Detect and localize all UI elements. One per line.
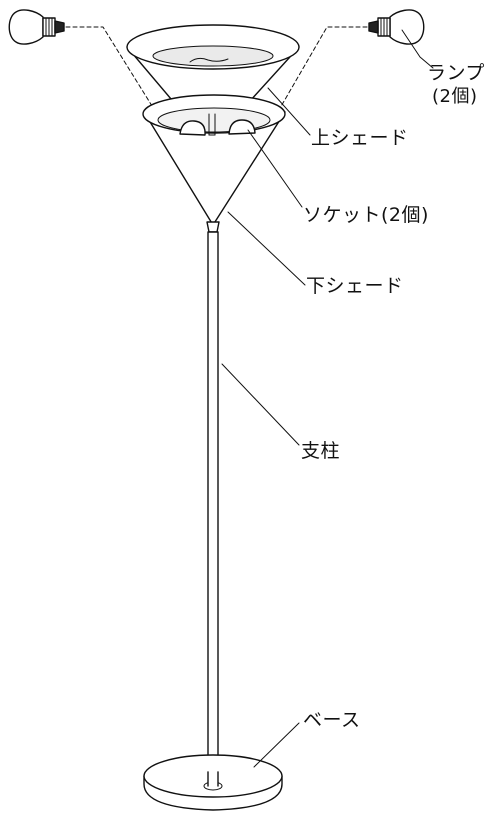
label-lamp-quantity: (2個) <box>432 86 478 107</box>
leader-lower-shade <box>227 211 306 286</box>
lamp-bulb-right <box>368 9 425 45</box>
label-lower-shade: 下シェード <box>306 275 404 297</box>
pole-top-coupling <box>206 221 220 233</box>
label-upper-shade: 上シェード <box>311 127 409 149</box>
label-base: ベース <box>303 709 361 731</box>
label-socket: ソケット(2個) <box>303 204 429 226</box>
lamp-bulb-left <box>8 9 65 45</box>
leader-socket <box>247 129 303 208</box>
leader-pole <box>221 363 300 446</box>
leader-upper-shade <box>267 87 311 136</box>
leader-base <box>253 722 300 768</box>
pole <box>207 231 219 785</box>
base <box>143 754 283 811</box>
leader-lines <box>221 29 434 768</box>
leader-lamp <box>401 29 434 69</box>
label-pole: 支柱 <box>301 440 341 462</box>
label-lamp: ランプ <box>427 62 485 84</box>
lower-shade <box>142 94 286 226</box>
socket-left <box>179 120 206 136</box>
